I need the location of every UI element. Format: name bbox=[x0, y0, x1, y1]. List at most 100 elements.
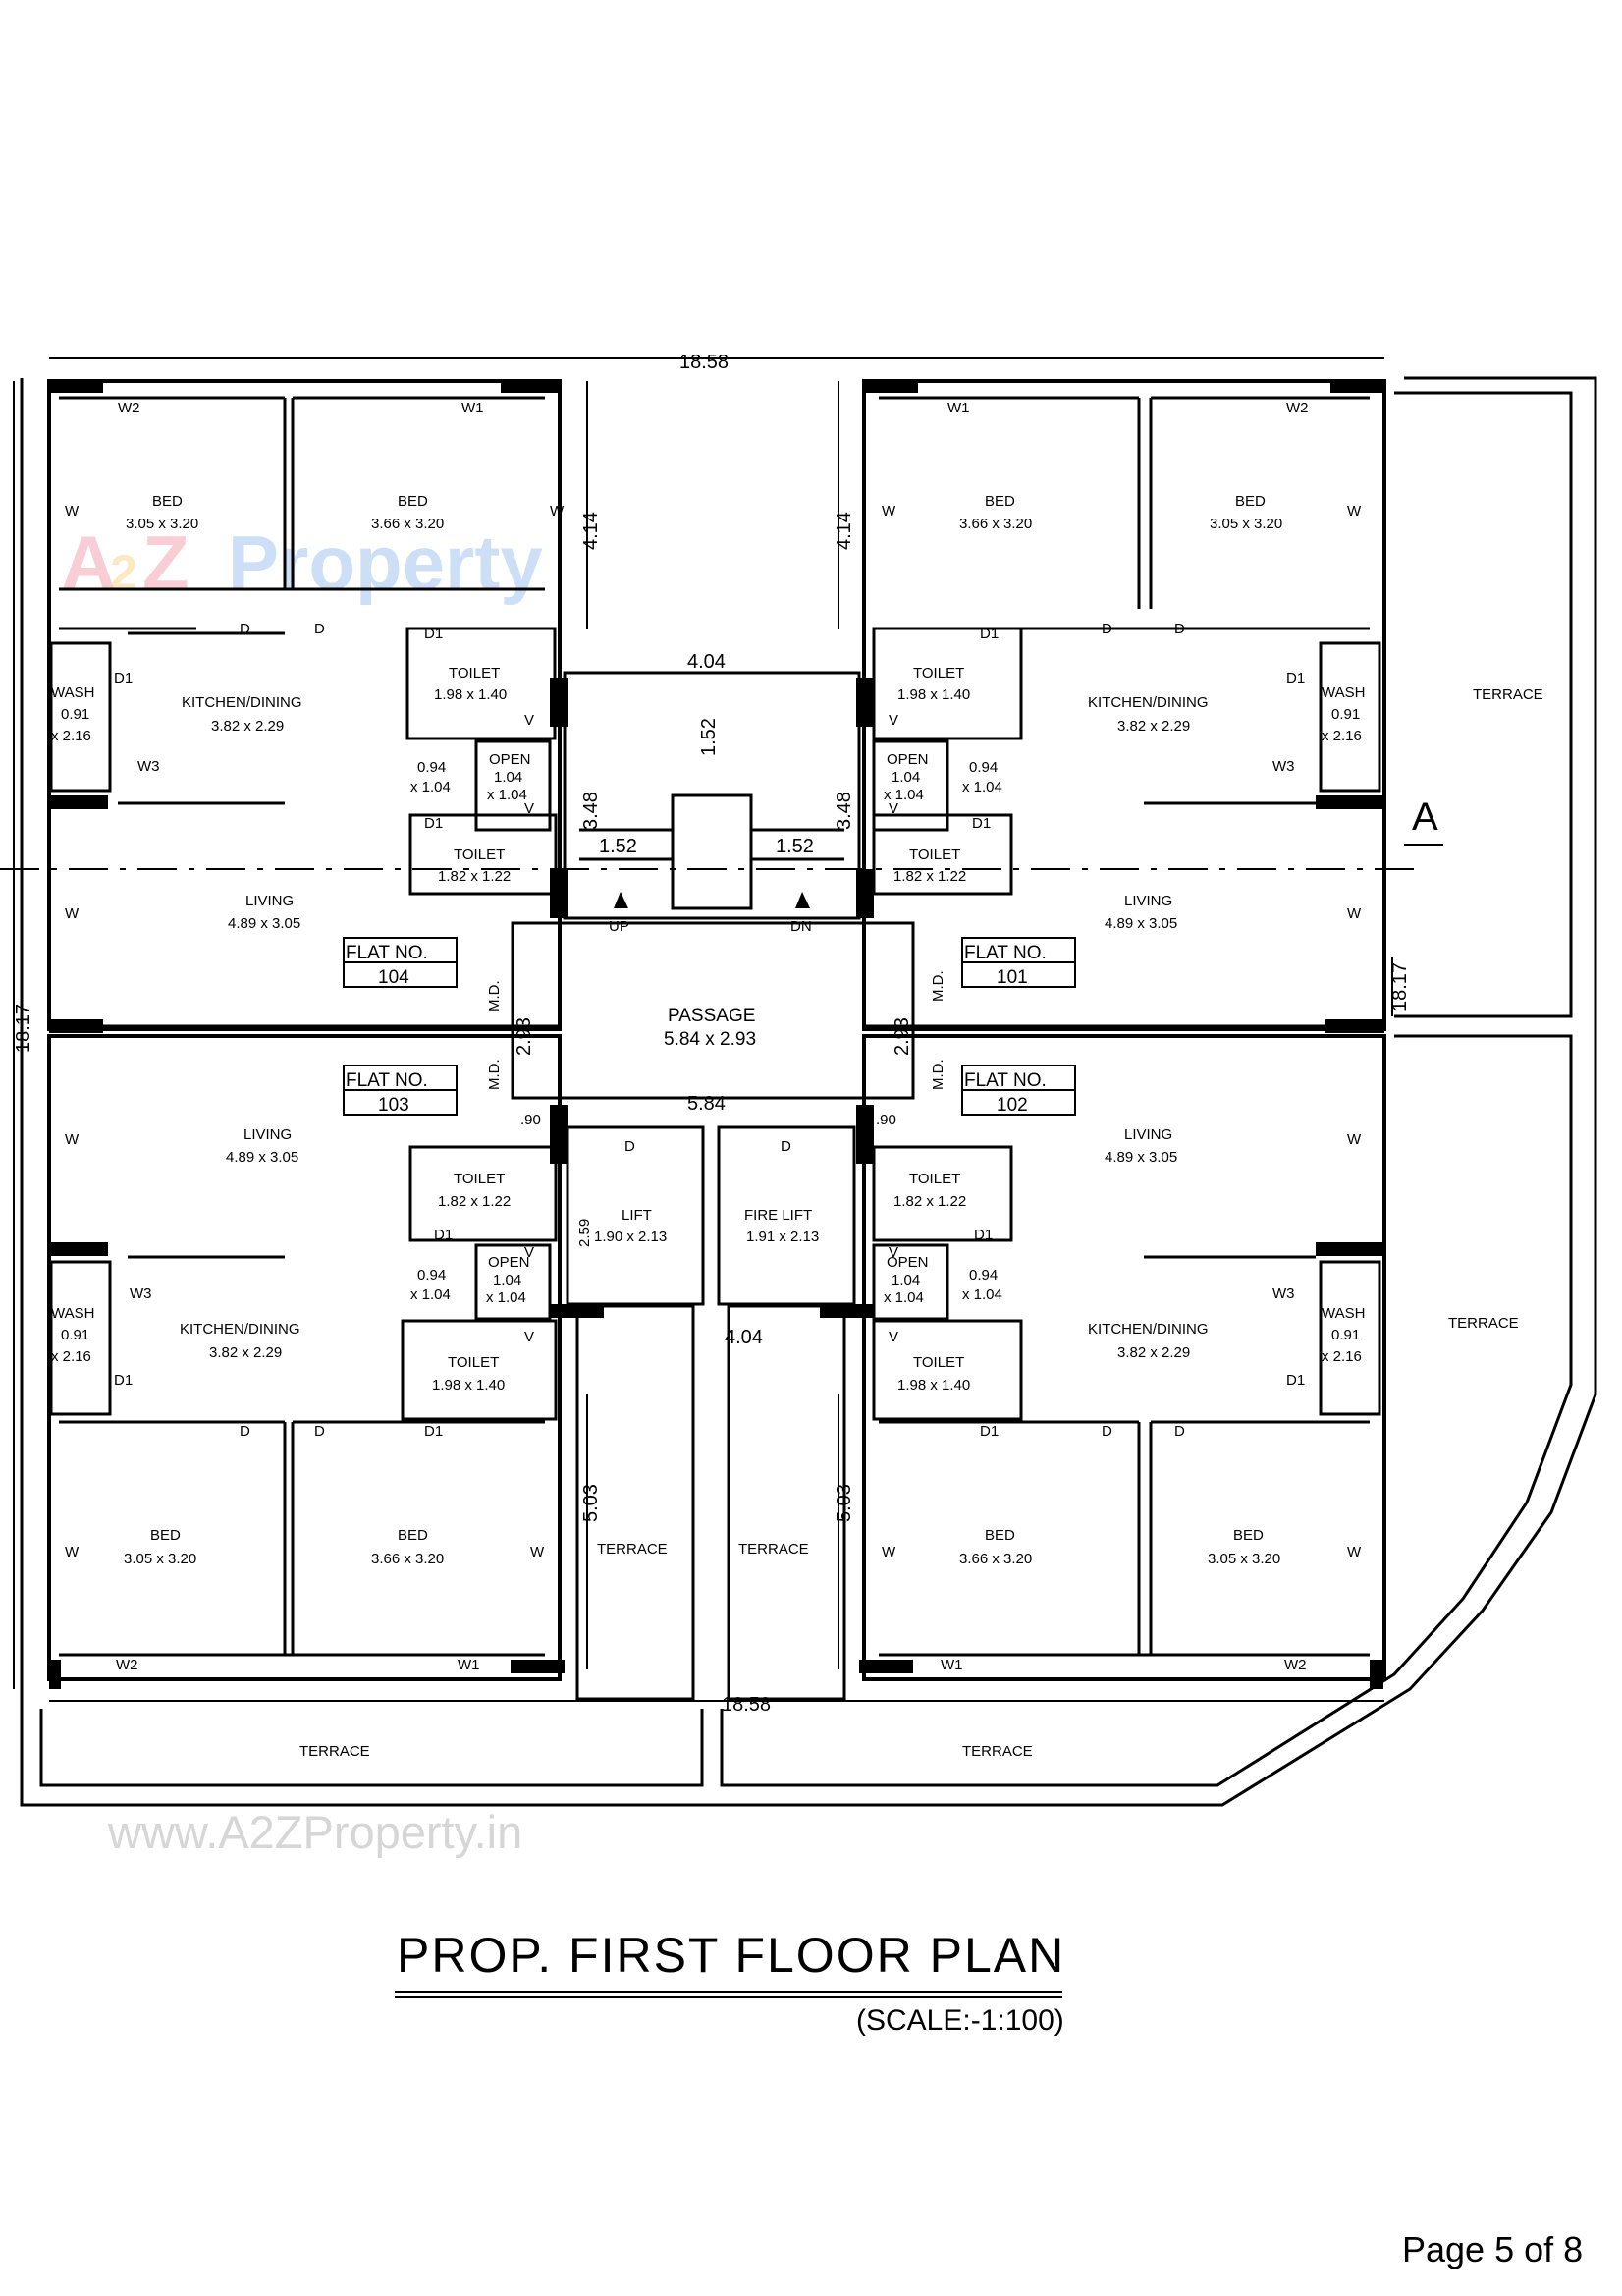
bl-door-d1-a: D1 bbox=[114, 1372, 133, 1389]
br-door-d1-c: D1 bbox=[974, 1227, 993, 1243]
bl-living-size: 4.89 x 3.05 bbox=[226, 1149, 298, 1166]
tr-wash-h: x 2.16 bbox=[1322, 728, 1362, 744]
title-underline bbox=[395, 1991, 1062, 1993]
landing-right-dim: 1.52 bbox=[776, 836, 814, 857]
tl-window-w-b: W bbox=[550, 503, 565, 519]
tr-living-label: LIVING bbox=[1124, 893, 1172, 909]
bl-kitchen-size: 3.82 x 2.29 bbox=[209, 1344, 282, 1361]
bl-door-d1-b: D1 bbox=[424, 1423, 443, 1440]
bl-window-w2: W2 bbox=[116, 1657, 138, 1673]
tl-door-d-b: D bbox=[314, 621, 325, 637]
br-window-w-c: W bbox=[1347, 1544, 1362, 1560]
tl-duct-w: 0.94 bbox=[417, 759, 446, 776]
br-bed2-label: BED bbox=[1233, 1527, 1264, 1544]
fire-lift-door: D bbox=[781, 1138, 791, 1155]
passage-label: PASSAGE bbox=[668, 1006, 755, 1026]
bl-duct-w: 0.94 bbox=[417, 1267, 446, 1284]
bl-vent-v-b: V bbox=[524, 1329, 534, 1345]
main-door-br: M.D. bbox=[930, 1059, 946, 1090]
bl-duct-h: x 1.04 bbox=[410, 1286, 451, 1303]
br-bed2-size: 3.05 x 3.20 bbox=[1208, 1551, 1280, 1567]
tl-wash-w: 0.91 bbox=[61, 706, 89, 723]
tr-window-w-c: W bbox=[1347, 905, 1362, 922]
overall-depth-right: 18.17 bbox=[1389, 962, 1411, 1011]
bl-kitchen-label: KITCHEN/DINING bbox=[180, 1321, 300, 1338]
br-door-d1-b: D1 bbox=[980, 1423, 999, 1440]
tl-door-d1-a: D1 bbox=[114, 670, 133, 686]
bl-flat-tag: FLAT NO. bbox=[346, 1070, 428, 1091]
tl-bed1-size: 3.05 x 3.20 bbox=[126, 516, 198, 532]
tl-door-d1-b: D1 bbox=[424, 626, 443, 642]
tr-wash-w: 0.91 bbox=[1331, 706, 1360, 723]
br-open-w: 1.04 bbox=[892, 1272, 920, 1288]
bl-bed1-size: 3.05 x 3.20 bbox=[124, 1551, 196, 1567]
url-watermark: www.A2ZProperty.in bbox=[107, 1806, 522, 1858]
lift-depth-dim: 2.59 bbox=[576, 1219, 593, 1247]
tr-toilet2-label: TOILET bbox=[909, 847, 960, 863]
br-door-d1-a: D1 bbox=[1286, 1372, 1305, 1389]
br-flat-tag: FLAT NO. bbox=[964, 1070, 1047, 1091]
interior-walls bbox=[49, 396, 1384, 1657]
br-wash-w: 0.91 bbox=[1331, 1327, 1360, 1343]
br-toilet2-size: 1.98 x 1.40 bbox=[897, 1377, 970, 1394]
tl-vent-v-b: V bbox=[524, 800, 534, 817]
columns bbox=[49, 381, 1384, 1689]
stair-width-dim: 4.04 bbox=[687, 651, 726, 673]
wing-dim-br: 5.03 bbox=[834, 1484, 855, 1522]
bl-door-d-b: D bbox=[314, 1423, 325, 1440]
tr-open-label: OPEN bbox=[887, 751, 929, 768]
tl-open-h: x 1.04 bbox=[487, 787, 527, 803]
tl-window-w-c: W bbox=[65, 905, 80, 922]
page-number: Page 5 of 8 bbox=[1402, 2229, 1584, 2269]
br-door-d-a: D bbox=[1102, 1423, 1112, 1440]
tr-bed2-size: 3.05 x 3.20 bbox=[1210, 516, 1282, 532]
bl-living-label: LIVING bbox=[243, 1126, 292, 1143]
section-marker-right: A bbox=[1412, 795, 1438, 839]
bl-window-w1: W1 bbox=[458, 1657, 480, 1673]
br-open-label: OPEN bbox=[887, 1254, 929, 1271]
core-height-left: 3.48 bbox=[580, 792, 602, 830]
tr-toilet1-size: 1.98 x 1.40 bbox=[897, 686, 970, 703]
tr-open-h: x 1.04 bbox=[884, 787, 924, 803]
tl-flat-number: 104 bbox=[378, 967, 409, 988]
tl-living-label: LIVING bbox=[245, 893, 294, 909]
bl-open-label: OPEN bbox=[488, 1254, 530, 1271]
br-terrace-label: TERRACE bbox=[738, 1541, 809, 1558]
br-duct-h: x 1.04 bbox=[962, 1286, 1002, 1303]
tl-door-d-a: D bbox=[240, 621, 250, 637]
main-door-bl: M.D. bbox=[486, 1059, 503, 1090]
a2z-logo-watermark: A 2 Z Property bbox=[61, 519, 543, 606]
bl-toilet1-label: TOILET bbox=[454, 1171, 505, 1187]
bl-window-w-b: W bbox=[65, 1544, 80, 1560]
bl-wash-h: x 2.16 bbox=[51, 1348, 91, 1365]
br-wash-label: WASH bbox=[1322, 1305, 1365, 1322]
overall-width-bottom: 18.58 bbox=[722, 1694, 771, 1716]
bl-door-d-a: D bbox=[240, 1423, 250, 1440]
bl-open-h: x 1.04 bbox=[486, 1289, 526, 1306]
wing-dim-tl: 4.14 bbox=[580, 512, 602, 550]
wing-dim-bl: 5.03 bbox=[580, 1484, 602, 1522]
lift-size: 1.90 x 2.13 bbox=[594, 1229, 667, 1245]
bl-toilet1-size: 1.82 x 1.22 bbox=[438, 1193, 511, 1210]
br-wash-h: x 2.16 bbox=[1322, 1348, 1362, 1365]
tr-toilet1-label: TOILET bbox=[913, 665, 964, 682]
fire-lift-label: FIRE LIFT bbox=[744, 1207, 812, 1224]
tr-kitchen-label: KITCHEN/DINING bbox=[1088, 694, 1209, 711]
bl-terrace-label: TERRACE bbox=[597, 1541, 668, 1558]
tr-door-d1-c: D1 bbox=[972, 815, 991, 832]
tr-vent-v-b: V bbox=[889, 800, 898, 817]
drawing-title: PROP. FIRST FLOOR PLAN bbox=[397, 1928, 1066, 1983]
tr-window-w2: W2 bbox=[1286, 400, 1309, 416]
tl-wash-label: WASH bbox=[51, 684, 94, 701]
tl-toilet1-size: 1.98 x 1.40 bbox=[434, 686, 507, 703]
lift-door: D bbox=[624, 1138, 635, 1155]
passage-width-dim: 5.84 bbox=[687, 1093, 726, 1115]
bl-toilet2-size: 1.98 x 1.40 bbox=[432, 1377, 505, 1394]
tr-open-w: 1.04 bbox=[892, 769, 920, 786]
br-vent-v-b: V bbox=[889, 1329, 898, 1345]
tl-living-size: 4.89 x 3.05 bbox=[228, 915, 300, 932]
stair-dn-label: DN bbox=[790, 918, 812, 935]
bl-bed2-size: 3.66 x 3.20 bbox=[371, 1551, 444, 1567]
overall-width-top: 18.58 bbox=[679, 352, 729, 373]
tr-bed1-label: BED bbox=[985, 493, 1015, 510]
